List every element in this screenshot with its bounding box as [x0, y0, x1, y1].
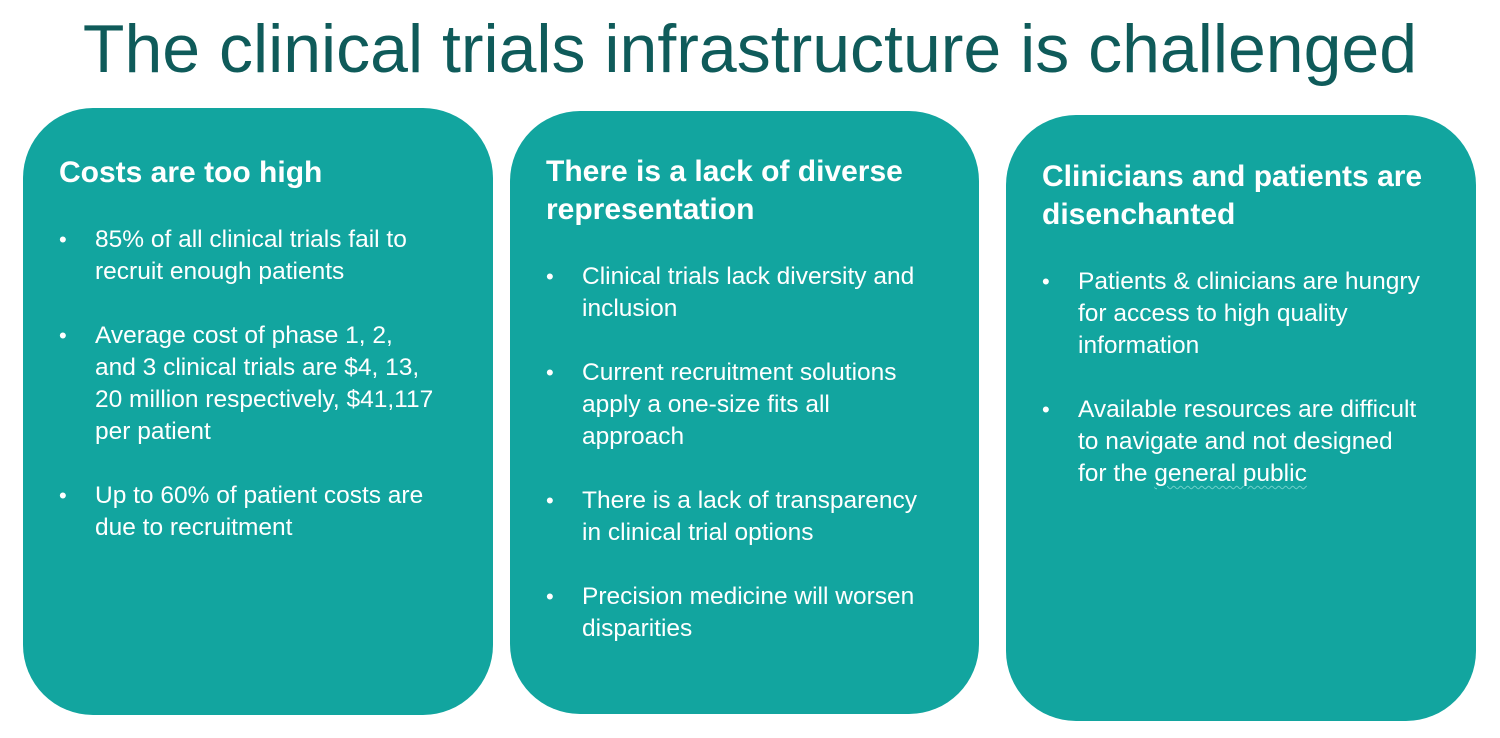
card-heading: Clinicians and patients are disenchanted [1042, 160, 1423, 231]
list-item: • Precision medicine will worsen dispari… [546, 581, 926, 645]
bullet-text: Clinical trials lack diversity and inclu… [582, 263, 915, 322]
page-title: The clinical trials infrastructure is ch… [82, 11, 1418, 87]
bullet-list: • Clinical trials lack diversity and inc… [546, 261, 926, 677]
list-item: • Patients & clinicians are hungry for a… [1042, 266, 1422, 362]
bullet-glyph: • [59, 227, 67, 252]
bullet-text: There is a lack of transparency in clini… [582, 487, 917, 546]
card-heading: Costs are too high [59, 156, 323, 189]
card-costs: Costs are too high • 85% of all clinical… [23, 108, 493, 715]
card-heading: There is a lack of diverse representatio… [546, 155, 903, 226]
list-item: • Current recruitment solutions apply a … [546, 357, 926, 453]
list-item: • There is a lack of transparency in cli… [546, 485, 926, 549]
bullet-text: Available resources are difficult to nav… [1078, 396, 1417, 487]
list-item: • 85% of all clinical trials fail to rec… [59, 224, 439, 288]
list-item: • Available resources are difficult to n… [1042, 394, 1422, 490]
bullet-text: Up to 60% of patient costs are due to re… [95, 482, 424, 541]
bullet-text: Average cost of phase 1, 2, and 3 clinic… [95, 322, 434, 445]
list-item: • Up to 60% of patient costs are due to … [59, 480, 439, 544]
bullet-glyph: • [546, 264, 554, 289]
bullet-list: • Patients & clinicians are hungry for a… [1042, 266, 1422, 522]
bullet-glyph: • [59, 483, 67, 508]
bullet-glyph: • [546, 488, 554, 513]
bullet-glyph: • [546, 584, 554, 609]
card-disenchanted: Clinicians and patients are disenchanted… [1006, 115, 1476, 721]
bullet-text: Patients & clinicians are hungry for acc… [1078, 268, 1420, 359]
spellcheck-underlined-text: general public [1154, 460, 1307, 487]
list-item: • Average cost of phase 1, 2, and 3 clin… [59, 320, 439, 448]
list-item: • Clinical trials lack diversity and inc… [546, 261, 926, 325]
bullet-glyph: • [1042, 269, 1050, 294]
bullet-text: Current recruitment solutions apply a on… [582, 359, 897, 450]
bullet-list: • 85% of all clinical trials fail to rec… [59, 224, 439, 576]
bullet-text: Precision medicine will worsen dispariti… [582, 583, 915, 642]
bullet-glyph: • [59, 323, 67, 348]
bullet-glyph: • [546, 360, 554, 385]
bullet-text: 85% of all clinical trials fail to recru… [95, 226, 407, 285]
card-diversity: There is a lack of diverse representatio… [510, 111, 979, 714]
bullet-glyph: • [1042, 397, 1050, 422]
